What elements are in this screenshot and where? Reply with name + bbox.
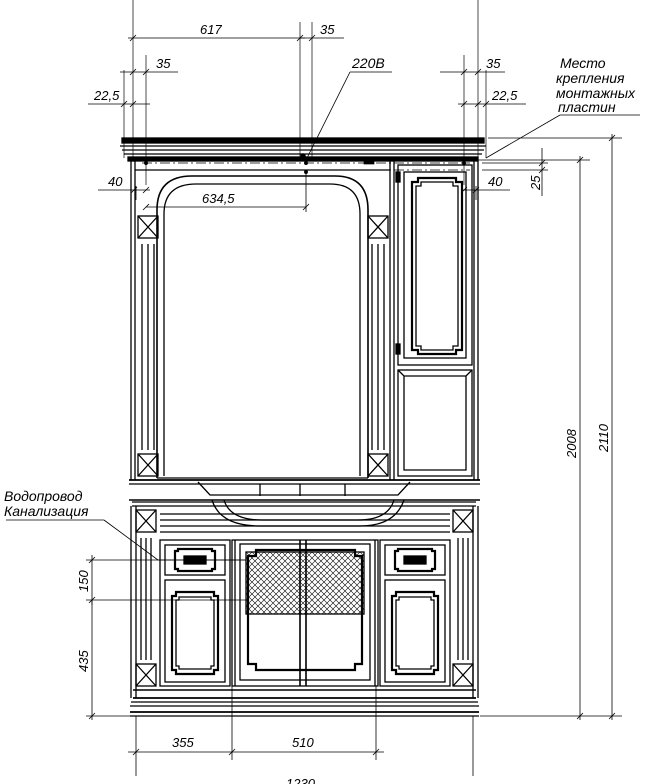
callout-labels: 220В Место крепления монтажных пластин В…: [4, 55, 636, 519]
dim-35-top: 35: [320, 22, 335, 37]
side-cabinet: [395, 164, 473, 477]
center-double-door: [231, 539, 379, 687]
dim-22-5-right: 22,5: [491, 88, 518, 103]
dim-150: 150: [76, 570, 91, 592]
dim-510: 510: [292, 735, 314, 750]
left-pilaster: [137, 215, 159, 477]
left-drawer-and-door: [159, 539, 231, 687]
mount-label-line4: пластин: [558, 99, 616, 115]
arched-mirror: [156, 175, 369, 479]
power-label: 220В: [351, 55, 385, 71]
dim-22-5-left: 22,5: [93, 88, 120, 103]
water-supply-label: Водопровод: [4, 488, 83, 504]
dim-2110: 2110: [596, 423, 611, 453]
dim-355: 355: [172, 735, 194, 750]
cabinet-outline: [120, 137, 486, 717]
dimension-labels: 617 35 35 22,5 35 22,5 40 40 634,5 25 20…: [76, 22, 611, 784]
dim-617: 617: [200, 22, 222, 37]
dim-35-left: 35: [156, 56, 171, 71]
mount-label-line3: монтажных: [556, 85, 636, 101]
dimension-lines: [6, 34, 640, 776]
mount-label-line1: Место: [560, 55, 606, 71]
dim-25: 25: [528, 175, 543, 191]
dim-634-5: 634,5: [202, 191, 235, 206]
vanity-body: [130, 506, 479, 717]
dim-1230: 1230: [286, 776, 316, 784]
basin-top: [129, 479, 480, 527]
dim-40-right: 40: [488, 174, 503, 189]
dim-35-right: 35: [486, 56, 501, 71]
mount-label-line2: крепления: [556, 70, 625, 86]
dim-2008: 2008: [564, 428, 579, 459]
construction-lines: [123, 0, 487, 185]
sewer-label: Канализация: [4, 503, 89, 519]
dim-40-left: 40: [108, 174, 123, 189]
dim-435: 435: [76, 650, 91, 672]
right-drawer-and-door: [379, 539, 451, 687]
right-pilaster: [367, 215, 389, 477]
